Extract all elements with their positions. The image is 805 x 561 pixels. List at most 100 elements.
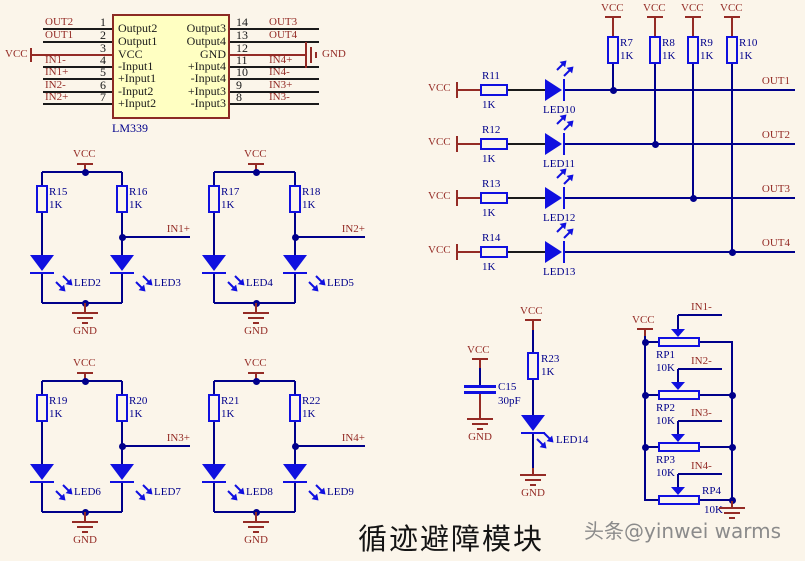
resistor-ref: R22 — [302, 395, 321, 407]
led-symbol — [283, 255, 307, 274]
wire — [43, 78, 112, 80]
wire — [294, 483, 296, 512]
pin-function: -Input4 — [190, 71, 226, 85]
vcc-label: VCC — [643, 2, 666, 14]
net-label: IN4- — [691, 460, 712, 472]
ic-body — [112, 14, 230, 119]
pin-number: 6 — [100, 78, 106, 92]
vcc-label: VCC — [601, 2, 624, 14]
vcc-label: VCC — [244, 148, 267, 160]
capacitor-ref: C15 — [498, 381, 517, 393]
vcc-label: VCC — [428, 136, 451, 148]
gnd-label: GND — [468, 431, 492, 443]
junction-dot — [82, 169, 89, 176]
wire — [508, 89, 545, 91]
ground-icon — [305, 42, 307, 68]
pin-number: 2 — [100, 28, 106, 42]
emission-arrows-icon — [308, 275, 327, 293]
wire — [41, 213, 43, 255]
net-label: IN2- — [45, 79, 66, 91]
net-label: IN3- — [269, 91, 290, 103]
net-label: OUT1 — [45, 29, 74, 41]
wire — [692, 64, 694, 198]
net-label: IN3+ — [269, 79, 293, 91]
net-label: IN4+ — [341, 432, 365, 444]
net-label: IN3- — [691, 407, 712, 419]
wire — [700, 341, 731, 343]
pin-function: Output2 — [118, 21, 158, 35]
ground-icon — [467, 418, 493, 430]
junction-dot — [642, 444, 649, 451]
RP1-body — [658, 337, 700, 347]
wiper-arrow-icon — [671, 329, 685, 337]
wiper-arrow-icon — [671, 487, 685, 495]
wire — [677, 315, 679, 329]
vcc-label: VCC — [632, 314, 655, 326]
resistor-ref: R21 — [221, 395, 240, 407]
wiper-arrow-icon — [671, 382, 685, 390]
junction-dot — [253, 378, 260, 385]
junction-dot — [642, 339, 649, 346]
wire — [458, 89, 480, 91]
resistor-ref: R19 — [49, 395, 68, 407]
led-ref: LED14 — [556, 434, 589, 446]
resistor-ref: R13 — [482, 178, 501, 190]
wire — [654, 16, 656, 36]
wire — [731, 64, 733, 252]
led-ref: LED8 — [246, 486, 273, 498]
vcc-label: VCC — [73, 148, 96, 160]
wire — [678, 420, 722, 422]
resistor-value: 1K — [302, 199, 316, 211]
wire — [213, 274, 215, 303]
capacitor-body — [464, 385, 496, 394]
led-ref: LED7 — [154, 486, 181, 498]
pin-function: GND — [200, 47, 226, 61]
gnd-label: GND — [73, 325, 97, 337]
wire — [612, 64, 614, 90]
wire — [84, 303, 86, 312]
wire — [213, 213, 215, 255]
pot-ref: RP1 — [656, 349, 675, 361]
net-label: OUT3 — [269, 16, 298, 28]
net-label: IN1- — [45, 54, 66, 66]
junction-dot — [729, 444, 736, 451]
wire — [565, 89, 795, 91]
junction-dot — [642, 392, 649, 399]
wire — [508, 197, 545, 199]
wire — [255, 163, 257, 172]
wire — [677, 369, 679, 382]
pin-number: 11 — [236, 53, 248, 67]
ground-icon — [719, 507, 745, 519]
wire — [230, 54, 305, 56]
emission-arrows-icon — [308, 484, 327, 502]
vcc-label: VCC — [5, 48, 28, 60]
wire — [41, 483, 43, 512]
net-label: OUT1 — [761, 75, 790, 87]
led-ref: LED10 — [543, 104, 576, 116]
gnd-label: GND — [322, 48, 346, 60]
pin-function: Output3 — [186, 21, 226, 35]
wire — [43, 103, 112, 105]
wire — [532, 380, 534, 415]
pin-function: -Input3 — [190, 96, 226, 110]
pin-number: 7 — [100, 90, 106, 104]
resistor-value: 1K — [739, 50, 753, 62]
gnd-label: GND — [521, 487, 545, 499]
R14-body — [480, 246, 508, 258]
ground-icon — [72, 312, 98, 324]
led-symbol — [545, 241, 565, 263]
led-symbol — [30, 464, 54, 483]
wiper-arrow-icon — [671, 434, 685, 442]
net-label: OUT2 — [45, 16, 74, 28]
wire — [213, 381, 215, 394]
vcc-port-icon — [456, 136, 458, 152]
net-label: IN2- — [691, 355, 712, 367]
wire — [255, 512, 257, 521]
led-ref: LED13 — [543, 266, 576, 278]
net-label: IN1+ — [166, 223, 190, 235]
wire — [230, 78, 319, 80]
ground-icon — [520, 474, 546, 486]
led-ref: LED4 — [246, 277, 273, 289]
page-title: 循迹避障模块 — [358, 522, 545, 556]
